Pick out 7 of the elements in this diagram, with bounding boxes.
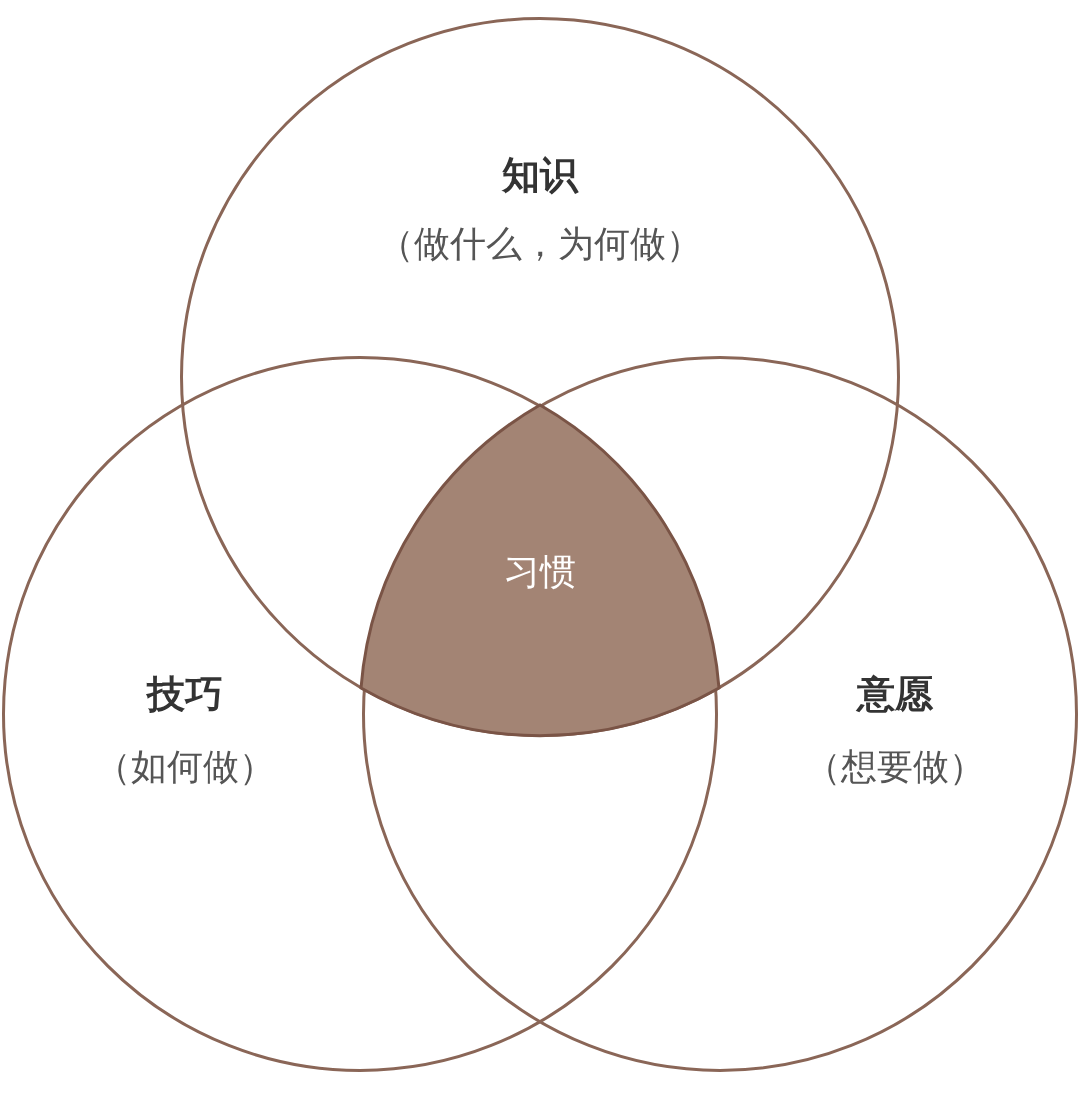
region-label: 习惯 [503, 550, 577, 594]
circle-subtitle: （如何做） [94, 745, 276, 789]
circle-subtitle: （想要做） [804, 745, 986, 789]
circle-title: 意愿 [855, 671, 934, 718]
circle-subtitle: （做什么，为何做） [377, 222, 703, 266]
circle-title: 知识 [501, 152, 580, 199]
circle-title: 技巧 [145, 671, 224, 718]
